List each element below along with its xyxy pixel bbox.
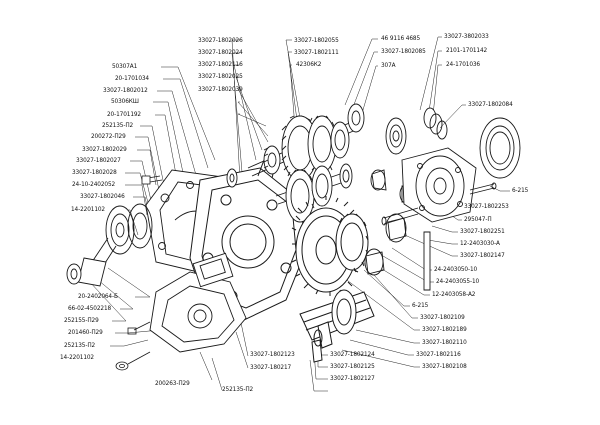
- part-label: 33027-3802033: [444, 32, 489, 40]
- part-label: 12-2403058-А2: [432, 290, 476, 298]
- part-label: 33027-1802109: [420, 313, 465, 321]
- part-label: 33027-1802026: [198, 36, 243, 44]
- output-shaft: [299, 289, 375, 363]
- part-label: 295047-П: [464, 215, 492, 223]
- part-label: 200272-П29: [91, 132, 126, 140]
- part-label: 14-2201102: [71, 205, 105, 213]
- part-label: 50306КШ: [111, 97, 139, 105]
- part-label: 20-2402064-Б: [78, 292, 118, 300]
- part-label: 33027-1802027: [76, 156, 121, 164]
- part-label: 33027-1802024: [198, 48, 243, 56]
- leader-lines: [87, 36, 510, 392]
- part-label: 6-215: [412, 301, 429, 309]
- part-label: 33027-1802253: [464, 202, 509, 210]
- part-label: 33027-1802085: [381, 47, 426, 55]
- input-flange: [66, 203, 153, 287]
- part-label: 33027-1802110: [422, 338, 467, 346]
- part-label: 33027-1802147: [460, 251, 505, 259]
- rear-cover: [149, 252, 247, 353]
- part-label: 201460-П29: [68, 328, 103, 336]
- part-label: 33027-1802046: [80, 192, 125, 200]
- part-label: 33027-1802028: [72, 168, 117, 176]
- part-label: 33027-1802055: [294, 36, 339, 44]
- part-label: 33027-1802125: [330, 362, 375, 370]
- part-label: 33027-1802116: [416, 350, 461, 358]
- large-output-gear: [291, 196, 369, 296]
- part-label: 20-1701192: [107, 110, 141, 118]
- part-label: 2101-1701142: [446, 46, 488, 54]
- part-label: 33027-1802084: [468, 100, 513, 108]
- part-label: 33027-1802108: [422, 362, 467, 370]
- part-label: 6-215: [512, 186, 529, 194]
- part-label: 33027-1802025: [198, 72, 243, 80]
- part-label: 33027-1802116: [198, 60, 243, 68]
- part-label: 33027-1802039: [198, 85, 243, 93]
- part-label: 33027-1802111: [294, 48, 339, 56]
- part-label: 252135-П2: [102, 121, 134, 129]
- part-label: 307А: [381, 61, 396, 69]
- part-label: 24-2403055-10: [436, 277, 480, 285]
- middle-gear-stack: [275, 163, 353, 223]
- part-label: 33027-1802189: [422, 325, 467, 333]
- part-label: 33027-1802251: [460, 227, 505, 235]
- top-bearings: [347, 103, 521, 179]
- part-label: 200263-П29: [155, 379, 190, 387]
- part-label: 252155-П29: [64, 316, 99, 324]
- part-label: 24-1701036: [446, 60, 480, 68]
- bolts-left: [115, 175, 163, 371]
- part-label: 24-10-2402052: [72, 180, 116, 188]
- part-label: 14-2201102: [60, 353, 94, 361]
- part-label: 12-2403030-А: [460, 239, 500, 247]
- part-label: 20-1701034: [115, 74, 149, 82]
- part-label: 66-02-4502218: [68, 304, 112, 312]
- part-label: 252135-П2: [64, 341, 96, 349]
- part-label: 50307А1: [112, 62, 138, 70]
- part-label: 24-2403050-10: [434, 265, 478, 273]
- part-label: 33027-1802127: [330, 374, 375, 382]
- part-label: 33027-180217: [250, 363, 292, 371]
- part-label: 33027-1802029: [82, 145, 127, 153]
- part-label: 33027-1802012: [103, 86, 148, 94]
- part-label: 252135-П2: [222, 385, 254, 393]
- part-label: 42306К2: [296, 60, 322, 68]
- upper-gear-stack: [226, 115, 361, 188]
- part-label: 33027-1802123: [250, 350, 295, 358]
- differential: [364, 147, 497, 291]
- part-label: 46 9116 4685: [381, 34, 421, 42]
- part-label: 33027-1802124: [330, 350, 375, 358]
